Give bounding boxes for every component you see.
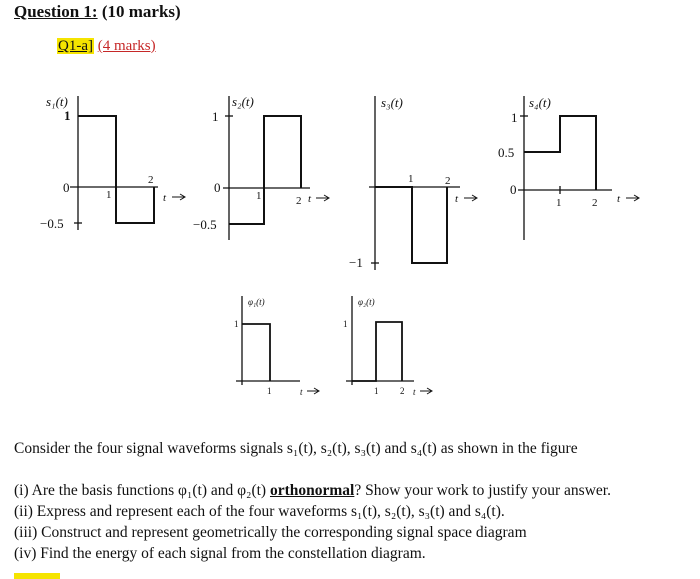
s2-tick-x2-label: 2 bbox=[296, 195, 302, 207]
signal-waveforms-figure: s₁(t) 1 0 −0.5 1 2 t s₂(t) 1 0 −0.5 1 2 … bbox=[40, 94, 640, 397]
s1-tick-zero-label: 0 bbox=[63, 180, 70, 195]
s1-tick-one-label: 1 bbox=[64, 108, 71, 123]
s2-t-arrowhead bbox=[323, 194, 330, 202]
s1-tick-x1-label: 1 bbox=[106, 189, 112, 201]
question-item-1-post: ? Show your work to justify your answer. bbox=[354, 482, 611, 499]
s2-plot bbox=[223, 96, 330, 240]
question-item-1-pre: (i) Are the basis functions φ₁(t) and φ₂… bbox=[14, 482, 270, 499]
question-number: Question 1: bbox=[14, 2, 98, 21]
s3-tick-neg-label: −1 bbox=[349, 255, 363, 270]
highlight-mark bbox=[14, 573, 60, 579]
phi2-t-arrowhead bbox=[426, 387, 433, 395]
s3-tick-x1-label: 1 bbox=[408, 173, 414, 185]
question-item-1: (i) Are the basis functions φ₁(t) and φ₂… bbox=[14, 480, 611, 501]
s2-tick-one-label: 1 bbox=[212, 109, 219, 124]
s1-waveform bbox=[78, 115, 155, 224]
s3-t-label: t bbox=[455, 193, 459, 205]
phi2-t-label: t bbox=[413, 387, 416, 397]
question-item-3: (iii) Construct and represent geometrica… bbox=[14, 524, 527, 541]
s3-tick-x2-label: 2 bbox=[445, 175, 451, 187]
phi2-waveform bbox=[352, 321, 403, 382]
phi2-tick-x2-label: 2 bbox=[400, 386, 405, 396]
part-marks: (4 marks) bbox=[97, 38, 156, 54]
phi1-t-arrowhead bbox=[313, 387, 320, 395]
s4-tick-half-label: 0.5 bbox=[498, 145, 514, 160]
s2-waveform bbox=[229, 115, 302, 225]
s1-tick-x2-label: 2 bbox=[148, 174, 154, 186]
s4-t-label: t bbox=[617, 193, 621, 205]
phi2-label: φ₂(t) bbox=[358, 297, 375, 307]
question-items: (i) Are the basis functions φ₁(t) and φ₂… bbox=[14, 480, 611, 564]
s2-tick-x1-label: 1 bbox=[256, 190, 262, 202]
phi1-tick-x1-label: 1 bbox=[267, 386, 272, 396]
s4-label: s₄(t) bbox=[529, 95, 551, 110]
part-label: Q1-a] bbox=[57, 38, 94, 54]
phi2-tick-x1-label: 1 bbox=[374, 386, 379, 396]
s2-t-label: t bbox=[308, 193, 312, 205]
phi2-tick-one-label: 1 bbox=[343, 319, 348, 329]
question-item-4: (iv) Find the energy of each signal from… bbox=[14, 545, 426, 562]
s1-plot bbox=[70, 96, 186, 230]
s4-plot bbox=[518, 96, 640, 240]
s3-plot bbox=[369, 96, 478, 270]
phi1-plot bbox=[236, 296, 320, 395]
s4-tick-one-label: 1 bbox=[511, 110, 518, 125]
question-item-1-keyword: orthonormal bbox=[269, 482, 355, 499]
question-title: Question 1: (10 marks) bbox=[14, 2, 181, 22]
question-marks: (10 marks) bbox=[101, 2, 181, 21]
s3-label: s₃(t) bbox=[381, 95, 403, 110]
part-heading: Q1-a] (4 marks) bbox=[57, 38, 156, 55]
phi1-t-label: t bbox=[300, 387, 303, 397]
s2-tick-zero-label: 0 bbox=[214, 180, 221, 195]
phi2-plot bbox=[346, 296, 433, 395]
s4-waveform bbox=[524, 115, 597, 190]
question-item-2: (ii) Express and represent each of the f… bbox=[14, 503, 505, 520]
s1-label: s₁(t) bbox=[46, 94, 68, 109]
s3-waveform bbox=[375, 186, 448, 264]
s1-tick-neg-label: −0.5 bbox=[40, 216, 64, 231]
s4-tick-x2-label: 2 bbox=[592, 197, 598, 209]
s4-tick-zero-label: 0 bbox=[510, 182, 517, 197]
s4-tick-x1-label: 1 bbox=[556, 197, 562, 209]
s1-t-arrowhead bbox=[179, 193, 186, 201]
phi1-tick-one-label: 1 bbox=[234, 319, 239, 329]
s2-label: s₂(t) bbox=[232, 94, 254, 109]
s1-t-label: t bbox=[163, 192, 167, 204]
phi1-label: φ₁(t) bbox=[248, 297, 265, 307]
s2-tick-neg-label: −0.5 bbox=[193, 217, 217, 232]
question-intro: Consider the four signal waveforms signa… bbox=[14, 440, 578, 457]
phi1-waveform bbox=[242, 323, 271, 381]
s3-t-arrowhead bbox=[471, 194, 478, 202]
s4-t-arrowhead bbox=[633, 194, 640, 202]
